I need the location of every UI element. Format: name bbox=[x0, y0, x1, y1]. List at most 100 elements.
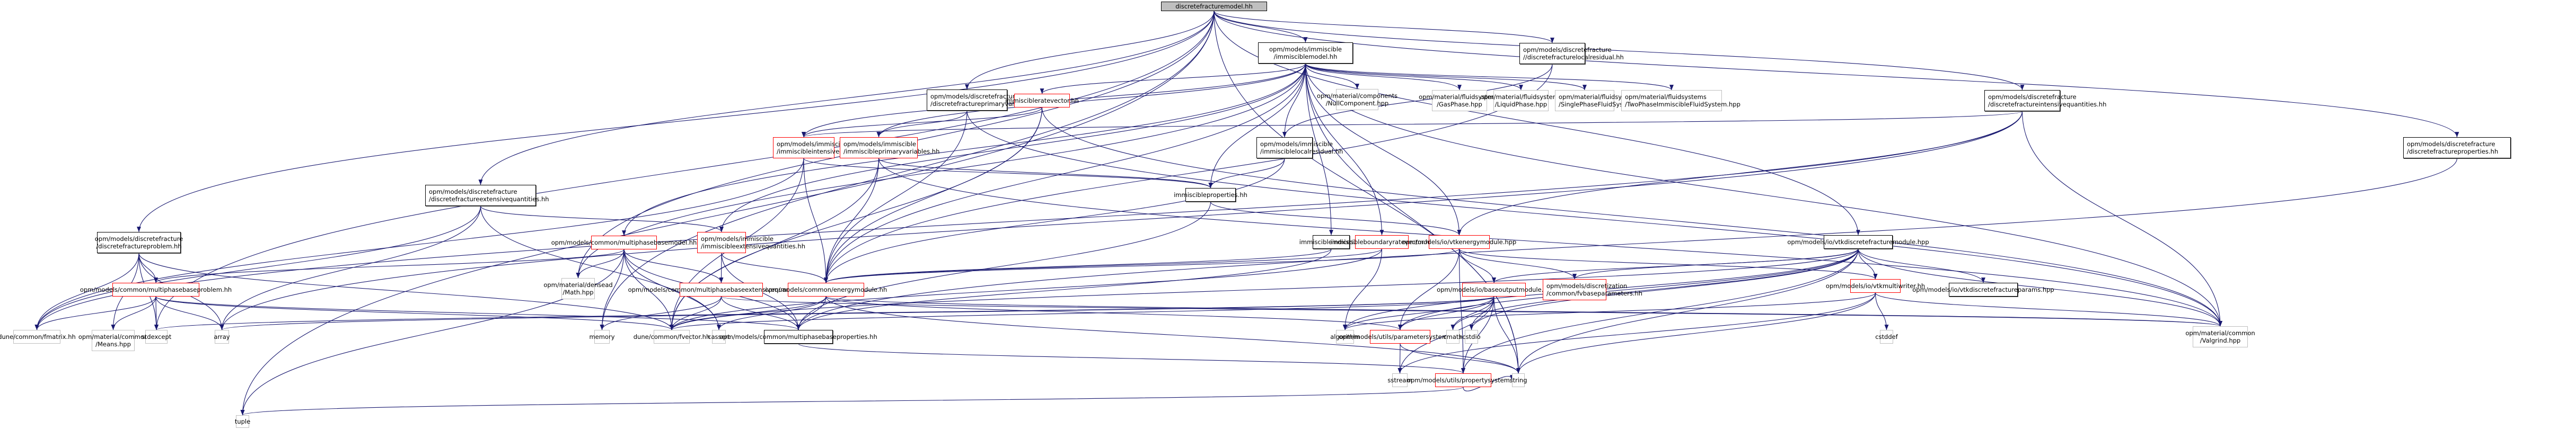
edge-baseoutputmodule-to-algorithm bbox=[1343, 296, 1494, 330]
edge-energymodule-to-valgrind bbox=[825, 296, 2222, 327]
edge-df_primaryvariables-to-imm_primaryvariables bbox=[876, 110, 968, 138]
edge-immisciblemodel-to-nullcomponent bbox=[1305, 63, 1359, 89]
edge-imm_localresidual-to-immiscibleproperties bbox=[1208, 158, 1285, 189]
edge-df_problem-to-fvector bbox=[138, 253, 674, 330]
edge-imm_primaryvariables-to-fvector bbox=[670, 158, 880, 330]
edge-root-to-df_primaryvariables bbox=[965, 11, 1215, 90]
edge-mpb_extensive-to-mpb_properties bbox=[720, 296, 801, 330]
edge-root-to-string bbox=[1214, 11, 1520, 374]
edge-multiphasebaseproblem-to-array bbox=[155, 296, 224, 330]
node-fvector: dune/common/fvector.hh bbox=[634, 330, 710, 344]
edge-vtkdfmodule-to-propertysystem bbox=[1461, 248, 1859, 374]
edge-vtkdfmodule-to-vtkmultiwriter bbox=[1858, 248, 1878, 280]
edge-layer bbox=[34, 11, 2459, 416]
edge-multiphasebasemodel-to-densead_math bbox=[576, 249, 625, 279]
edge-imm_intensive-to-immiscibleproperties bbox=[803, 158, 1213, 189]
node-discretefractureintensivequantities[interactable]: opm/models/discretefracture /discretefra… bbox=[1984, 90, 2106, 111]
node-discretefracturelocalresidual[interactable]: opm/models/discretefracture //discretefr… bbox=[1519, 43, 1624, 64]
edge-immisciblemodel-to-multiphasebasemodel bbox=[622, 63, 1306, 236]
node-immisciblelocalresidual[interactable]: opm/models/immiscible /immisciblelocalre… bbox=[1256, 137, 1343, 158]
edge-vtkmultiwriter-to-algorithm bbox=[1343, 292, 1876, 330]
node-cassert: cassert bbox=[708, 330, 730, 344]
edge-immisciblemodel-to-valgrind bbox=[1305, 63, 2222, 327]
edge-df_intensive-to-array bbox=[219, 111, 2023, 330]
edge-immisciblemodel-to-imm_extensive bbox=[719, 63, 1306, 232]
node-vtkdiscretefracturemodule[interactable]: opm/models/io/vtkdiscretefracturemodule.… bbox=[1787, 235, 1929, 249]
node-discretefractureproperties[interactable]: opm/models/discretefracture /discretefra… bbox=[2403, 137, 2511, 158]
edge-df_intensive-to-imm_intensive bbox=[802, 111, 2023, 138]
node-multiphasebasemodel[interactable]: opm/models/common/multiphasebasemodel.hh bbox=[551, 236, 697, 249]
edge-vtkdfmodule-to-fvector bbox=[670, 248, 1859, 330]
edge-baseoutputmodule-to-stdexcept bbox=[154, 296, 1494, 330]
node-discretefractureextensivequantities[interactable]: opm/models/discretefracture /discretefra… bbox=[425, 185, 549, 206]
edge-multiphasebaseproblem-to-mpb_properties bbox=[155, 296, 801, 330]
edge-baseoutputmodule-to-string bbox=[1493, 296, 1520, 374]
edge-imm_primaryvariables-to-valgrind bbox=[878, 158, 2222, 327]
node-string: string bbox=[1510, 373, 1527, 387]
edge-multiphasebaseproblem-to-fvector bbox=[155, 296, 674, 330]
edge-multiphasebasemodel-to-mpb_extensive bbox=[623, 249, 724, 283]
node-immiscibleratevector[interactable]: immiscibleratevector.hh bbox=[1005, 94, 1079, 107]
edge-vtkenergymodule-to-fvbaseparameters bbox=[1458, 248, 1577, 280]
node-root: discretefracturemodel.hh bbox=[1161, 2, 1267, 11]
edge-mpb_extensive-to-memory bbox=[600, 296, 722, 330]
node-discretefractureproblem[interactable]: opm/models/discretefracture /discretefra… bbox=[95, 232, 183, 253]
edge-df_problem-to-fmatrix bbox=[34, 253, 139, 330]
edge-imm_boundaryratevector-to-fvector bbox=[670, 248, 1383, 330]
edge-multiphasebasemodel-to-multiphasebaseproblem bbox=[154, 249, 625, 283]
edge-df_extensive-to-array bbox=[219, 205, 481, 330]
node-immisciblemodel[interactable]: opm/models/immiscible /immisciblemodel.h… bbox=[1258, 42, 1353, 64]
edge-multiphasebasemodel-to-fvector bbox=[623, 249, 674, 330]
edge-vtkdfmodule-to-string bbox=[1516, 248, 1859, 374]
edge-vtkmultiwriter-to-sstream bbox=[1397, 292, 1876, 374]
node-multiphasebaseproperties[interactable]: opm/models/common/multiphasebaseproperti… bbox=[719, 330, 877, 344]
edge-multiphasebasemodel-to-memory bbox=[600, 249, 625, 330]
node-propertysystem[interactable]: opm/models/utils/propertysystem.hh bbox=[1407, 373, 1519, 387]
edge-immiscibleratevector-to-imm_intensive bbox=[802, 107, 1043, 138]
edge-vtkdfmodule-to-cmath bbox=[1450, 248, 1859, 330]
node-fvbaseparameters[interactable]: opm/models/discretization /common/fvbase… bbox=[1543, 279, 1642, 300]
edge-imm_intensive-to-fmatrix bbox=[34, 158, 804, 330]
edge-df_primaryvariables-to-valgrind bbox=[966, 110, 2222, 327]
node-multiphasebaseproblem[interactable]: opm/models/common/multiphasebaseproblem.… bbox=[80, 283, 232, 297]
edge-multiphasebasemodel-to-tuple bbox=[240, 249, 625, 416]
node-immiscibleextensivequantities[interactable]: opm/models/immiscible /immiscibleextensi… bbox=[697, 232, 805, 253]
node-vtkdiscretefractureparams[interactable]: opm/models/io/vtkdiscretefractureparams.… bbox=[1912, 283, 2054, 297]
edge-baseoutputmodule-to-propertysystem bbox=[1461, 296, 1494, 374]
edge-imm_boundaryratevector-to-algorithm bbox=[1343, 248, 1383, 330]
node-multiphasebaseextensivequantities[interactable]: opm/models/common/multiphasebaseextensiv… bbox=[628, 283, 814, 297]
node-vtkmultiwriter[interactable]: opm/models/io/vtkmultiwriter.hh bbox=[1826, 279, 1925, 293]
edge-immisciblemodel-to-vtkenergymodule bbox=[1305, 63, 1462, 236]
edge-immisciblemodel-to-singlephasefs bbox=[1305, 63, 1587, 91]
node-vtkenergymodule[interactable]: opm/models/io/vtkenergymodule.hpp bbox=[1402, 235, 1516, 249]
node-baseoutputmodule[interactable]: opm/models/io/baseoutputmodule.hh bbox=[1437, 283, 1551, 297]
node-discretefractureprimaryvariables[interactable]: opm/models/discretefracture /discretefra… bbox=[927, 89, 1042, 111]
node-immiscibleproperties[interactable]: immiscibleproperties.hh bbox=[1174, 188, 1247, 202]
node-immiscibleintensivequantities[interactable]: opm/models/immiscible /immiscibleintensi… bbox=[773, 137, 880, 158]
node-valgrind: opm/material/common /Valgrind.hpp bbox=[2185, 326, 2255, 347]
edge-vtkmultiwriter-to-cstddef bbox=[1875, 292, 1889, 330]
node-immiscibleindices[interactable]: immiscibleindices.hh bbox=[1299, 235, 1363, 249]
node-array: array bbox=[214, 330, 230, 344]
node-memory: memory bbox=[589, 330, 615, 344]
edge-root-to-df_extensive bbox=[478, 11, 1215, 185]
edge-baseoutputmodule-to-parametersystem bbox=[1398, 296, 1494, 330]
edge-immisciblemodel-to-liquidphase bbox=[1305, 63, 1523, 91]
edge-energymodule-to-fvector bbox=[670, 296, 827, 330]
edge-immisciblemodel-to-string bbox=[1305, 63, 1520, 374]
edge-imm_intensive-to-energymodule bbox=[803, 158, 828, 283]
node-fmatrix: dune/common/fmatrix.hh bbox=[0, 330, 76, 344]
node-cstdio: cstdio bbox=[1462, 330, 1481, 344]
edge-multiphasebaseproblem-to-means bbox=[111, 296, 156, 330]
node-immiscibleprimaryvariables[interactable]: opm/models/immiscible /immiscibleprimary… bbox=[840, 137, 939, 158]
edge-root-to-df_properties bbox=[1214, 11, 2459, 138]
edge-df_extensive-to-imm_extensive bbox=[480, 205, 724, 232]
edge-vtkdfmodule-to-fvbaseparameters bbox=[1572, 248, 1859, 280]
node-cmath: cmath bbox=[1443, 330, 1463, 344]
edge-root-to-df_localresidual bbox=[1214, 11, 1554, 43]
edge-vtkenergymodule-to-vtkmultiwriter bbox=[1458, 248, 1878, 280]
node-energymodule[interactable]: opm/models/common/energymodule.hh bbox=[765, 283, 887, 297]
node-immiscibleboundaryratevector[interactable]: immiscibleboundaryratevector.hh bbox=[1331, 235, 1433, 249]
node-parametersystem[interactable]: opm/models/utils/parametersystem.hpp bbox=[1339, 330, 1462, 344]
edge-root-to-df_problem bbox=[137, 11, 1215, 232]
